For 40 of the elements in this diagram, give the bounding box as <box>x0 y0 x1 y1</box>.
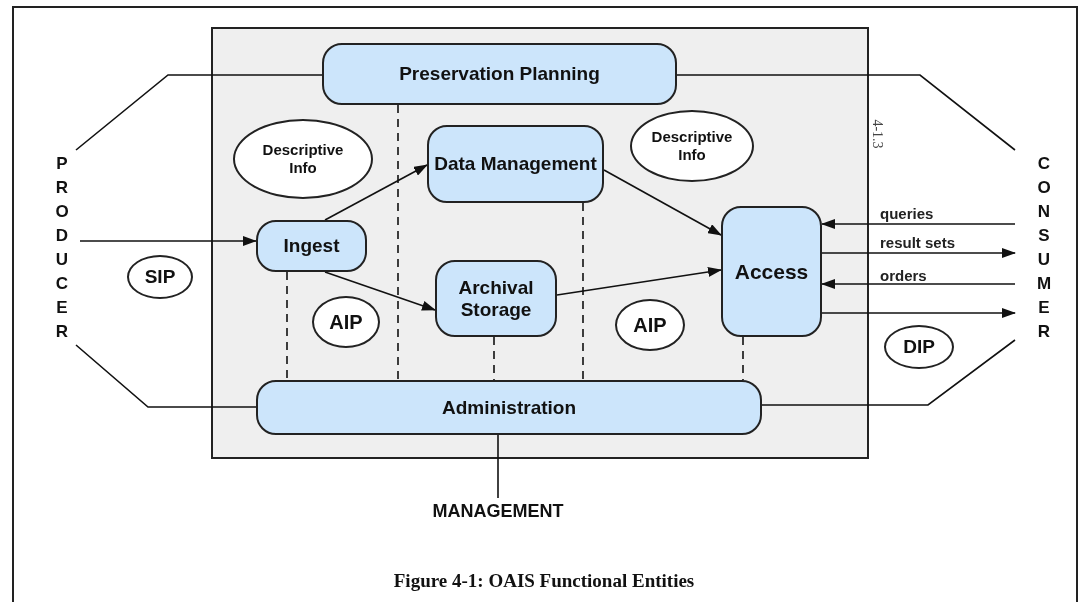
process-box: Access <box>721 206 822 337</box>
info-ellipse: Descriptive Info <box>630 110 754 182</box>
process-box: Ingest <box>256 220 367 272</box>
actor-label: CONSUMER <box>1030 140 1058 356</box>
dashed-connector <box>493 336 495 381</box>
figure-caption: Figure 4-1: OAIS Functional Entities <box>392 570 696 592</box>
process-box: Data Management <box>427 125 604 203</box>
edge-label: queries <box>880 205 934 222</box>
info-ellipse: Descriptive Info <box>233 119 373 199</box>
arrow <box>79 236 257 246</box>
connector-line <box>75 74 323 151</box>
arrow <box>821 248 1016 258</box>
connector-line <box>761 339 1016 406</box>
arrow <box>603 169 722 236</box>
process-box: Preservation Planning <box>322 43 677 105</box>
package-ellipse: AIP <box>615 299 685 351</box>
system-boundary-box <box>211 27 869 459</box>
arrow <box>821 219 1016 229</box>
dashed-connector <box>397 104 399 381</box>
edge-label: result sets <box>880 234 956 251</box>
connector-line <box>497 434 499 499</box>
dashed-connector <box>742 336 744 381</box>
arrow <box>324 164 428 221</box>
actor-label: MANAGEMENT <box>400 498 596 524</box>
dashed-connector <box>286 271 288 381</box>
arrow <box>821 279 1016 289</box>
package-ellipse: DIP <box>884 325 954 369</box>
process-box: Administration <box>256 380 762 435</box>
dashed-connector <box>582 202 584 381</box>
edge-label: orders <box>880 267 927 284</box>
connector-line <box>75 344 257 408</box>
arrow <box>556 267 722 296</box>
package-ellipse: AIP <box>312 296 380 348</box>
connector-line <box>676 74 1016 151</box>
page-number: 4-1.3 <box>868 119 885 149</box>
process-box: Archival Storage <box>435 260 557 337</box>
package-ellipse: SIP <box>127 255 193 299</box>
actor-label: PRODUCER <box>48 140 76 356</box>
arrow <box>324 271 436 311</box>
arrow <box>821 308 1016 318</box>
